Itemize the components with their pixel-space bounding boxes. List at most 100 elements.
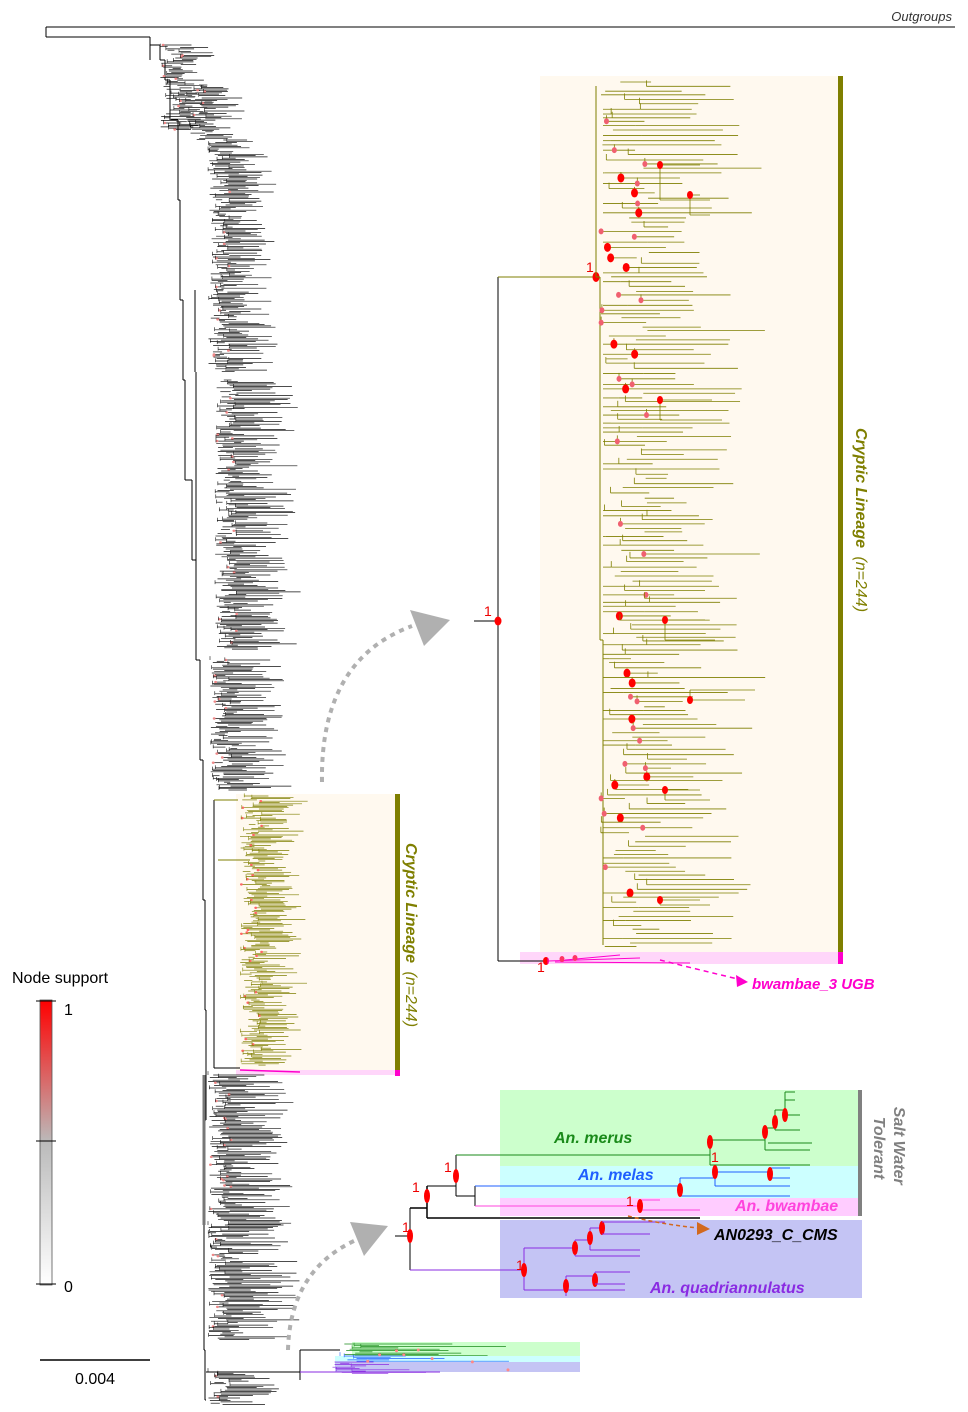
node-support-dot [598, 795, 604, 802]
quadriannulatus-background [500, 1220, 862, 1298]
bwambae-zoom-background [520, 952, 840, 964]
node-support-dot [657, 396, 663, 404]
node-support-dot [603, 118, 609, 125]
node-support-dot [637, 737, 643, 744]
node-support-dot [617, 520, 623, 527]
species-label-bwambae: An. bwambae [734, 1198, 838, 1215]
node-support-dot [782, 1108, 788, 1122]
node-support-dot [762, 1125, 768, 1139]
node-support-dot [601, 810, 607, 817]
salt-water-bar [858, 1090, 862, 1216]
node-support-dot [662, 616, 668, 624]
node-support-dot [259, 800, 263, 803]
node-support-dot [213, 674, 217, 677]
species-label-merus: An. merus [553, 1130, 632, 1147]
node-support-dot [249, 863, 253, 867]
small-quad-background [335, 1362, 580, 1372]
salt-clade-small [206, 1342, 510, 1380]
node-support-dot [232, 571, 236, 574]
node-support-dot [628, 678, 636, 688]
bwambae-outgroup-support: 1 [537, 959, 545, 975]
node-support-dot [254, 911, 258, 915]
node-support-dot [623, 668, 631, 678]
node-support-dot [616, 291, 622, 298]
node-support-dot [611, 780, 619, 790]
node-support-dot [638, 297, 644, 304]
cryptic-small-label: Cryptic Lineage (n=244) [402, 843, 419, 1027]
node-support-dot [643, 772, 651, 782]
node-support-dot [642, 160, 648, 167]
node-support-dot [213, 1081, 217, 1085]
node-support-dot [225, 1175, 229, 1178]
node-support-dot [251, 874, 255, 877]
node-support-dot [255, 954, 258, 958]
node-support-dot [572, 955, 578, 961]
cryptic-zoom-label: Cryptic Lineage (n=244) [852, 428, 869, 612]
node-support-dot [222, 242, 226, 246]
node-support-dot [630, 725, 636, 732]
node-support-dot [635, 208, 643, 218]
salt-support-3: 1 [444, 1159, 452, 1175]
node-support-dot [216, 1395, 220, 1398]
node-support-dot [230, 437, 234, 440]
node-support-dot [213, 700, 217, 703]
node-support-dot [366, 1359, 370, 1363]
bwambae-small-branch [239, 1069, 301, 1073]
node-support-dot [260, 824, 264, 828]
node-support-dot [394, 1349, 398, 1353]
node-support-dot [246, 928, 250, 932]
node-support-dot [599, 307, 605, 314]
node-support-dot [634, 698, 640, 705]
node-support-dot [657, 161, 663, 169]
node-support-dot [245, 931, 249, 934]
node-support-dot [628, 693, 634, 700]
node-support-dot [416, 1348, 420, 1352]
node-support-dot [226, 1127, 230, 1130]
node-support-dot [587, 1231, 593, 1245]
salt-support-2: 1 [412, 1179, 420, 1195]
species-label-quadriannulatus: An. quadriannulatus [649, 1280, 805, 1297]
bwambae-small-bar [395, 1070, 400, 1076]
node-support-dot [687, 191, 693, 199]
node-support-dot [599, 1221, 605, 1235]
node-support-dot [637, 1199, 643, 1213]
node-support-dot [223, 1184, 226, 1187]
node-support-dot [572, 1241, 578, 1255]
node-support-dot [249, 844, 253, 847]
node-support-dot [252, 833, 255, 837]
node-support-dot [644, 412, 650, 419]
zoom-arrowhead-salt-icon [350, 1222, 388, 1256]
node-support-dot [216, 318, 220, 321]
node-support-dot [220, 1294, 224, 1297]
cryptic-clade-zoom [474, 80, 766, 965]
node-support-dot [631, 233, 637, 240]
node-support-dot [162, 75, 166, 78]
salt-support-bwambae: 1 [626, 1193, 634, 1209]
node-support-dot [767, 1167, 773, 1181]
small-melas-background [335, 1356, 580, 1362]
node-support-dot [622, 760, 628, 767]
node-support-dot [642, 765, 648, 772]
node-support-dot [244, 1037, 248, 1041]
an0293-arrow [627, 1215, 699, 1229]
node-support-dot [212, 717, 216, 720]
node-support-dot [402, 1353, 406, 1357]
node-support-dot [212, 354, 216, 357]
node-support-dot [241, 1049, 245, 1053]
node-support-dot [592, 1273, 598, 1287]
salt-water-tolerant-zoom [395, 1091, 812, 1296]
node-support-dot [211, 761, 215, 764]
salt-support-root: 1 [402, 1219, 410, 1235]
node-support-dot [626, 888, 634, 898]
cryptic-inner-support: 1 [586, 259, 594, 275]
node-support-dot [229, 397, 232, 400]
cryptic-clade-small [213, 793, 308, 1073]
node-support-dot [616, 375, 622, 382]
salt-support-quad: 1 [516, 1257, 524, 1273]
node-support-dot [424, 1189, 430, 1203]
node-support-dot [631, 349, 639, 359]
node-support-dot [559, 956, 565, 962]
node-support-dot [622, 262, 630, 272]
node-support-dot [772, 1115, 778, 1129]
node-support-dot [617, 173, 625, 183]
